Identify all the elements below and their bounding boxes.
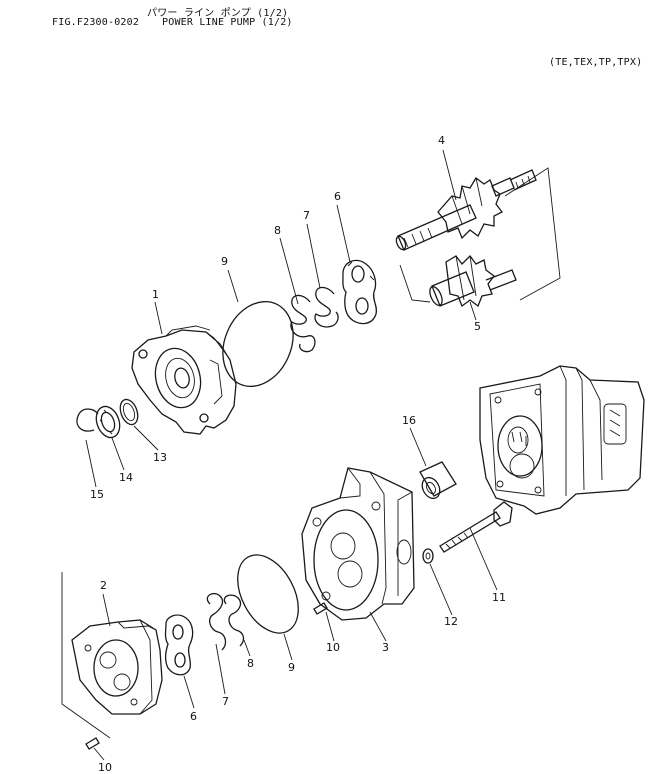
part-5-driven-gear[interactable] bbox=[427, 255, 517, 308]
callout-5: 5 bbox=[474, 320, 481, 333]
japanese-title: パワー ライン ポンプ (1/2) bbox=[147, 8, 289, 19]
callout-labels: 1 2 3 4 5 6 6 7 7 8 8 9 9 10 10 11 12 13… bbox=[90, 134, 506, 774]
part-2-rear-cover[interactable] bbox=[71, 619, 163, 715]
callout-9-upper: 9 bbox=[221, 255, 228, 268]
part-9-o-ring-lower[interactable] bbox=[225, 545, 310, 644]
figure-title: POWER LINE PUMP (1/2) bbox=[162, 17, 293, 28]
callout-9-lower: 9 bbox=[288, 661, 295, 674]
assembly-bracket-left bbox=[61, 572, 111, 739]
pump-body-assembly bbox=[479, 365, 645, 515]
figure-code: FIG.F2300-0202 bbox=[52, 17, 140, 28]
part-9-o-ring-upper[interactable] bbox=[210, 290, 306, 397]
assembly-bracket bbox=[504, 167, 561, 301]
callout-3: 3 bbox=[382, 641, 389, 654]
callout-12: 12 bbox=[444, 615, 458, 628]
part-14-bearing[interactable] bbox=[92, 403, 124, 441]
callout-10-middle: 10 bbox=[326, 641, 340, 654]
part-6-wear-plate-upper[interactable] bbox=[342, 259, 378, 325]
callout-2: 2 bbox=[100, 579, 107, 592]
assembly-bracket-lower bbox=[399, 264, 431, 303]
part-13-seal-ring[interactable] bbox=[117, 397, 141, 427]
callout-15: 15 bbox=[90, 488, 104, 501]
part-15-snap-ring[interactable] bbox=[76, 408, 99, 432]
callout-6-upper: 6 bbox=[334, 190, 341, 203]
callout-13: 13 bbox=[153, 451, 167, 464]
part-10-dowel-pin-lower[interactable] bbox=[85, 737, 100, 750]
callout-7-upper: 7 bbox=[303, 209, 310, 222]
part-7-seal-upper[interactable] bbox=[314, 286, 339, 328]
callout-8-upper: 8 bbox=[274, 224, 281, 237]
callout-16: 16 bbox=[402, 414, 416, 427]
model-variant: (TE,TEX,TP,TPX) bbox=[549, 57, 643, 68]
callout-6-lower: 6 bbox=[190, 710, 197, 723]
part-12-washer[interactable] bbox=[422, 548, 434, 564]
part-8-backup-ring-upper[interactable] bbox=[290, 294, 316, 353]
part-6-wear-plate-lower[interactable] bbox=[164, 614, 194, 676]
part-4-drive-gear-shaft[interactable] bbox=[394, 169, 537, 251]
part-10-dowel-pin-middle[interactable] bbox=[313, 602, 328, 615]
leader-lines bbox=[85, 149, 498, 761]
part-3-gear-housing[interactable] bbox=[301, 467, 415, 621]
callout-11: 11 bbox=[492, 591, 506, 604]
callout-1: 1 bbox=[152, 288, 159, 301]
callout-10-lower: 10 bbox=[98, 761, 112, 774]
callout-7-lower: 7 bbox=[222, 695, 229, 708]
callout-4: 4 bbox=[438, 134, 445, 147]
part-8-backup-ring-lower[interactable] bbox=[223, 594, 245, 647]
callout-8-lower: 8 bbox=[247, 657, 254, 670]
part-11-bolt[interactable] bbox=[439, 501, 513, 553]
part-16-bushing[interactable] bbox=[419, 461, 457, 501]
part-1-front-cover[interactable] bbox=[131, 325, 237, 435]
part-7-seal-lower[interactable] bbox=[206, 592, 227, 651]
callout-14: 14 bbox=[119, 471, 133, 484]
